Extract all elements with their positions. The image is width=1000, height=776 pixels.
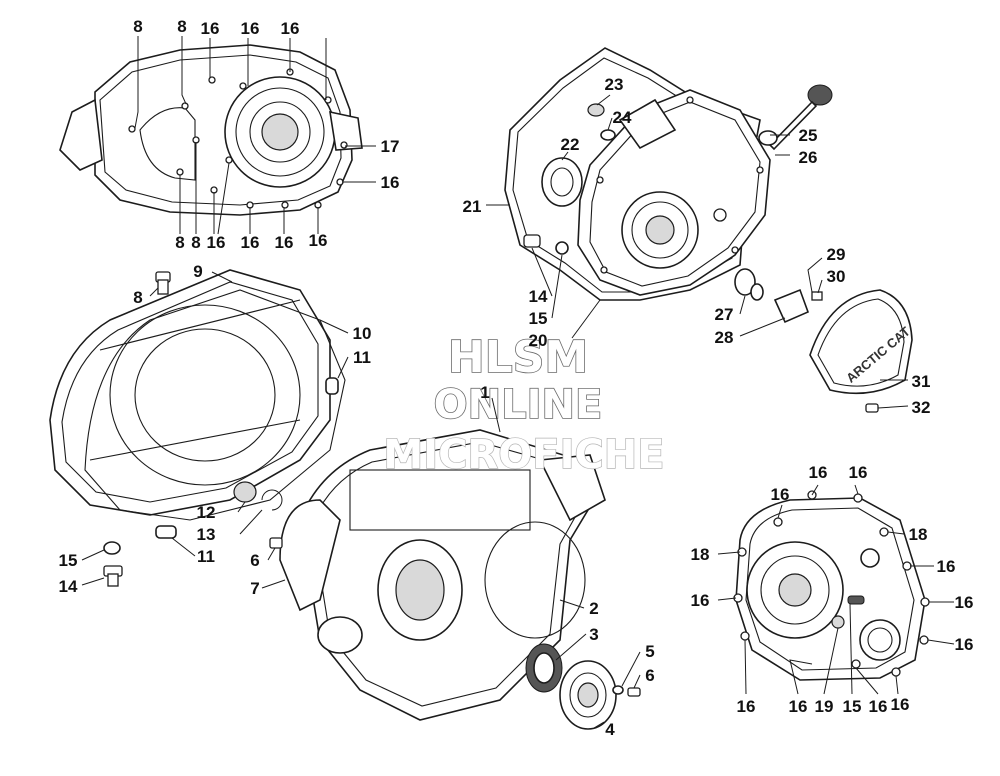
callout-11: 11	[353, 348, 371, 367]
callout-25: 25	[799, 126, 818, 145]
callout-16: 16	[241, 233, 260, 252]
callout-4: 4	[605, 720, 615, 739]
seal-12	[233, 481, 257, 503]
magneto-cover	[733, 490, 930, 681]
callout-15: 15	[843, 697, 862, 716]
callout-14: 14	[529, 287, 548, 306]
clutch-housing-inner	[49, 269, 331, 516]
callout-16: 16	[275, 233, 294, 252]
callout-24: 24	[613, 108, 632, 127]
callout-23: 23	[605, 75, 624, 94]
callout-22: 22	[561, 135, 580, 154]
callout-26: 26	[799, 148, 818, 167]
seal-27	[734, 268, 764, 301]
callout-15: 15	[59, 551, 78, 570]
callout-8: 8	[133, 17, 142, 36]
gasket-10	[84, 289, 346, 521]
callout-28: 28	[715, 328, 734, 347]
bolt-8-left	[155, 271, 171, 295]
plate-28	[773, 288, 810, 324]
crankcase-1	[279, 429, 606, 721]
callout-14: 14	[59, 577, 78, 596]
callout-16: 16	[241, 19, 260, 38]
callout-6: 6	[250, 551, 259, 570]
callout-32: 32	[912, 398, 931, 417]
callout-16: 16	[937, 557, 956, 576]
callout-7: 7	[250, 579, 259, 598]
callout-16: 16	[691, 591, 710, 610]
cover-31: ARCTIC CAT	[809, 289, 913, 395]
callout-29: 29	[827, 245, 846, 264]
callout-16: 16	[955, 635, 974, 654]
ring-13	[261, 489, 283, 511]
callout-18: 18	[909, 525, 928, 544]
callout-10: 10	[353, 324, 372, 343]
screw-29-30	[811, 291, 823, 301]
callout-16: 16	[809, 463, 828, 482]
callout-21: 21	[463, 197, 482, 216]
callout-8: 8	[175, 233, 184, 252]
callout-13: 13	[197, 525, 216, 544]
callout-16: 16	[789, 697, 808, 716]
callout-16: 16	[281, 19, 300, 38]
callout-15: 15	[529, 309, 548, 328]
watermark: HLSM ONLINE MICROFICHE	[383, 331, 666, 479]
callout-17: 17	[381, 137, 400, 156]
bearing-22	[541, 157, 583, 207]
screw-32	[865, 403, 879, 413]
bolt-14-left	[103, 565, 123, 587]
callout-8: 8	[133, 288, 142, 307]
callout-11: 11	[197, 547, 215, 566]
callout-2: 2	[589, 599, 598, 618]
dipstick-25	[768, 84, 833, 151]
bolt-14-top	[523, 234, 541, 248]
callout-16: 16	[955, 593, 974, 612]
bolt-6-left	[269, 537, 283, 549]
callout-16: 16	[309, 231, 328, 250]
callout-16: 16	[771, 485, 790, 504]
dowel-11a	[325, 377, 339, 395]
washer-15-left	[103, 541, 121, 555]
callout-16: 16	[891, 695, 910, 714]
callout-labels: 8 8 16 16 16 17 16 8 8 16 16 16 16 23 24…	[59, 17, 974, 739]
callout-31: 31	[912, 372, 931, 391]
watermark-line3: MICROFICHE	[383, 432, 664, 478]
callout-1: 1	[480, 383, 489, 402]
leader-lines	[81, 36, 955, 729]
callout-12: 12	[197, 503, 216, 522]
callout-30: 30	[827, 267, 846, 286]
watermark-line1: HLSM	[448, 332, 588, 383]
callout-8: 8	[177, 17, 186, 36]
callout-20: 20	[529, 331, 548, 350]
callout-3: 3	[589, 625, 598, 644]
washer-15-top	[555, 241, 569, 255]
bolt-6-right	[627, 687, 641, 697]
watermark-line2: ONLINE	[434, 382, 603, 428]
callout-16: 16	[201, 19, 220, 38]
callout-5: 5	[645, 642, 654, 661]
callout-9: 9	[193, 262, 202, 281]
oring-26	[758, 130, 778, 146]
plug-23	[587, 103, 605, 117]
callout-27: 27	[715, 305, 734, 324]
callout-16: 16	[849, 463, 868, 482]
bearing-4	[559, 660, 617, 730]
callout-16: 16	[207, 233, 226, 252]
seal-3	[525, 643, 563, 693]
washer-5	[612, 685, 624, 695]
dowel-11b	[155, 525, 177, 539]
callout-19: 19	[815, 697, 834, 716]
callout-16: 16	[381, 173, 400, 192]
callout-8: 8	[191, 233, 200, 252]
callout-6: 6	[645, 666, 654, 685]
callout-16: 16	[737, 697, 756, 716]
callout-16: 16	[869, 697, 888, 716]
oring-24	[600, 129, 616, 141]
clutch-cover-outer	[59, 44, 363, 216]
crankcase-cover	[577, 89, 771, 296]
callout-18: 18	[691, 545, 710, 564]
